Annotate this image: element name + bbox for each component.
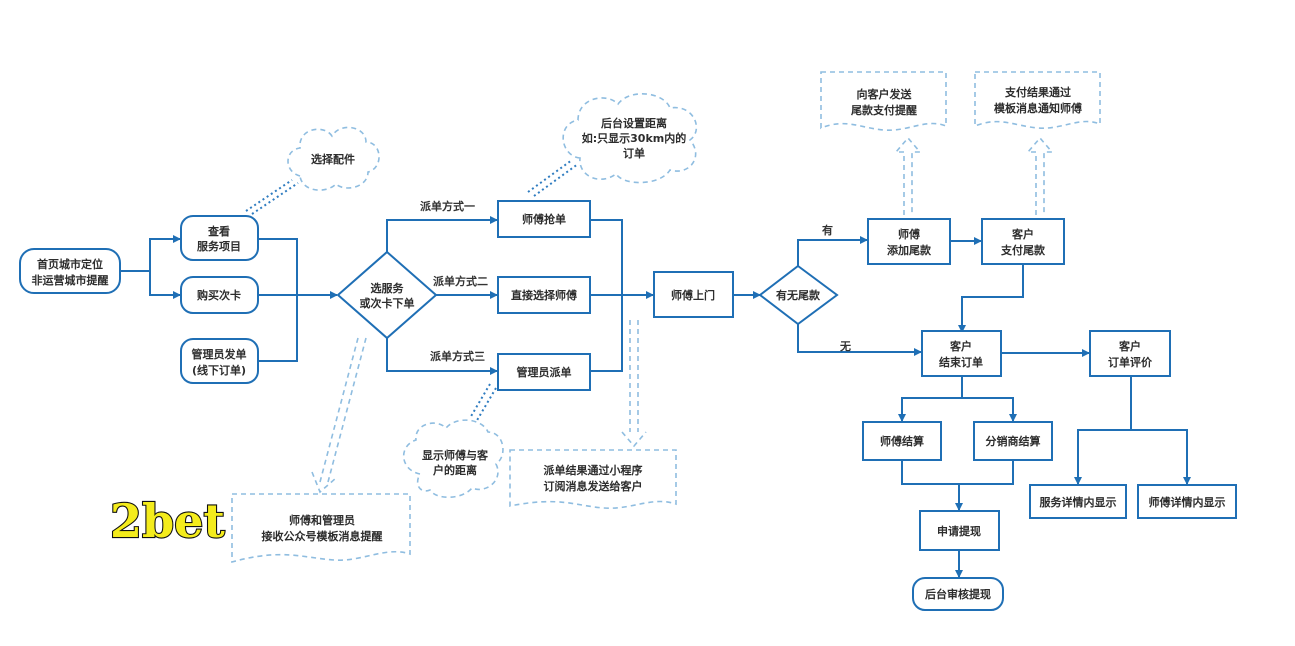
note-show-distance-cloud: 显示师傅与客 户的距离	[402, 419, 504, 499]
add-line-1: 师傅	[898, 227, 920, 241]
edge-mode-2: 派单方式二	[433, 274, 488, 288]
node-withdraw: 申请提现	[919, 510, 1000, 551]
edge-no: 无	[839, 340, 851, 353]
decision-balance: 有无尾款	[758, 264, 839, 326]
view-line-2: 服务项目	[197, 239, 241, 253]
withdraw-label: 申请提现	[937, 524, 981, 538]
direct-label: 直接选择师傅	[511, 288, 577, 302]
review-line-1: 客户	[1118, 339, 1141, 353]
distance-line-2: 如:只显示30km内的	[582, 131, 686, 145]
edge-yes: 有	[822, 223, 833, 237]
node-master-detail: 师傅详情内显示	[1137, 484, 1237, 519]
node-review: 客户 订单评价	[1089, 330, 1171, 377]
start-line-1: 首页城市定位	[37, 257, 103, 271]
notify-customer-line-2: 订阅消息发送给客户	[544, 479, 643, 493]
review-line-2: 订单评价	[1108, 355, 1153, 369]
distance-line-3: 订单	[623, 146, 645, 160]
node-service-detail: 服务详情内显示	[1029, 484, 1127, 519]
pay-line-1: 客户	[1011, 227, 1034, 241]
note-notify-master: 师傅和管理员 接收公众号模板消息提醒	[231, 493, 411, 564]
node-finish-order: 客户 结束订单	[921, 330, 1002, 377]
notify-customer-line-1: 派单结果通过小程序	[544, 463, 643, 477]
svg-text:非运营城市提醒: 非运营城市提醒	[32, 273, 109, 287]
node-pay-balance: 客户 支付尾款	[981, 218, 1065, 265]
pay-result-line-1: 支付结果通过	[1004, 85, 1071, 99]
balance-q-label: 有无尾款	[776, 288, 821, 302]
node-master-grab: 师傅抢单	[497, 200, 591, 238]
node-start: 首页城市定位 非运营城市提醒	[19, 248, 121, 294]
admin-line-1: 管理员发单	[192, 347, 247, 361]
master-detail-label: 师傅详情内显示	[1149, 495, 1226, 509]
view-line-1: 查看	[208, 224, 230, 238]
show-distance-line-2: 户的距离	[433, 463, 477, 477]
node-settle-distributor: 分销商结算	[973, 421, 1053, 461]
buy-label: 购买次卡	[197, 288, 241, 302]
decision-choose: 选服务 或次卡下单	[336, 250, 438, 340]
notify-master-line-1: 师傅和管理员	[289, 513, 355, 527]
send-balance-line-1: 向客户发送	[857, 87, 913, 101]
svc-detail-label: 服务详情内显示	[1040, 495, 1117, 509]
edge-mode-3: 派单方式三	[430, 349, 485, 363]
node-audit: 后台审核提现	[912, 577, 1004, 611]
add-line-2: 添加尾款	[887, 243, 932, 257]
distance-line-1: 后台设置距离	[601, 116, 667, 130]
connectors	[120, 216, 1191, 578]
choose-line-2: 或次卡下单	[360, 296, 415, 310]
pay-result-line-2: 模板消息通知师傅	[994, 101, 1082, 115]
choose-line-1: 选服务	[371, 281, 405, 295]
assign-label: 管理员派单	[517, 365, 572, 379]
settle-dist-label: 分销商结算	[986, 434, 1041, 448]
node-settle-master: 师傅结算	[862, 421, 942, 461]
node-add-balance: 师傅 添加尾款	[867, 218, 951, 265]
note-parts-cloud: 选择配件	[287, 126, 380, 191]
notify-master-line-2: 接收公众号模板消息提醒	[262, 529, 383, 543]
send-balance-line-2: 尾款支付提醒	[850, 103, 917, 117]
grab-label: 师傅抢单	[522, 212, 566, 226]
note-notify-customer: 派单结果通过小程序 订阅消息发送给客户	[509, 449, 677, 509]
svg-text:首页城市定位: 首页城市定位	[37, 257, 103, 271]
node-buy-card: 购买次卡	[180, 276, 259, 314]
parts-label: 选择配件	[311, 152, 355, 166]
node-admin-assign: 管理员派单	[497, 353, 591, 391]
node-view-service: 查看 服务项目	[180, 215, 259, 261]
note-pay-result: 支付结果通过 模板消息通知师傅	[974, 71, 1101, 129]
note-arrows	[245, 136, 1054, 494]
start-line-2: 非运营城市提醒	[32, 273, 109, 287]
settle-master-label: 师傅结算	[880, 434, 924, 448]
brand-logo: 2bet	[110, 494, 225, 548]
show-distance-line-1: 显示师傅与客	[422, 448, 489, 462]
note-send-balance: 向客户发送 尾款支付提醒	[820, 71, 947, 131]
admin-line-2: (线下订单)	[192, 363, 246, 377]
node-direct-select: 直接选择师傅	[497, 276, 591, 314]
node-visit: 师傅上门	[653, 271, 734, 318]
node-admin-order: 管理员发单 (线下订单)	[180, 338, 259, 384]
visit-label: 师傅上门	[671, 288, 715, 302]
edge-labels: 派单方式一 派单方式二 派单方式三 有 无	[420, 199, 851, 363]
edge-mode-1: 派单方式一	[420, 199, 475, 213]
finish-line-2: 结束订单	[938, 355, 983, 369]
audit-label: 后台审核提现	[925, 587, 991, 601]
pay-line-2: 支付尾款	[1000, 243, 1046, 257]
finish-line-1: 客户	[949, 339, 972, 353]
note-distance-cloud: 后台设置距离 如:只显示30km内的 订单	[562, 93, 698, 184]
